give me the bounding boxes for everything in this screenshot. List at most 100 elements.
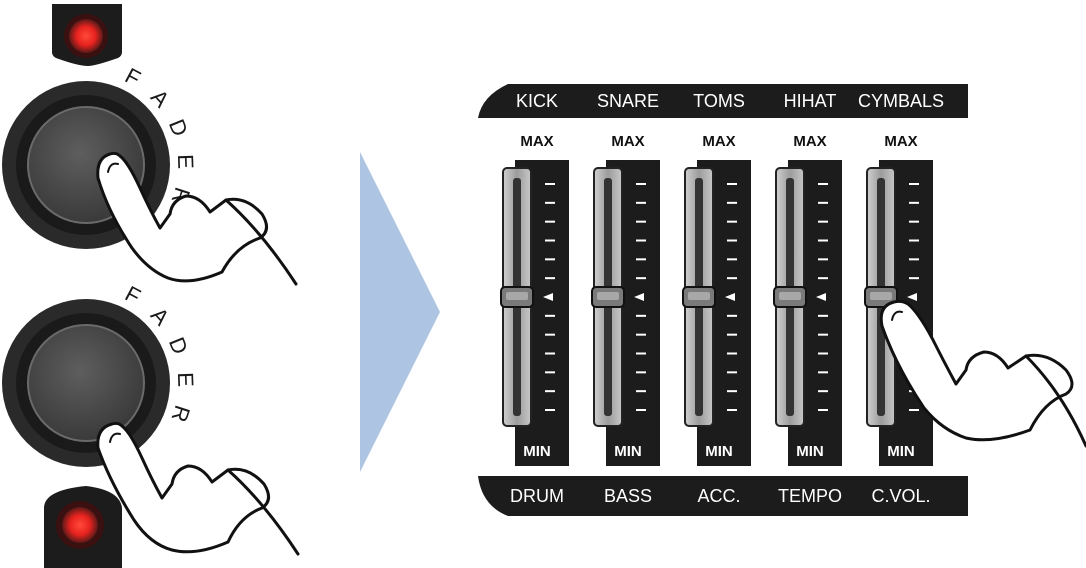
min-label: MIN — [523, 443, 551, 460]
fader-strip[interactable]: MAX MIN — [773, 133, 842, 466]
scale-tick — [909, 239, 919, 242]
scale-tick — [636, 201, 646, 204]
scale-tick — [545, 183, 555, 185]
fader-letter: E — [173, 154, 198, 170]
scale-tick — [636, 220, 646, 223]
max-label: MAX — [702, 133, 735, 150]
scale-tick — [818, 409, 828, 411]
scale-tick — [909, 183, 919, 185]
scale-tick — [909, 258, 919, 261]
fader-cap-highlight — [870, 292, 892, 300]
scale-tick — [727, 314, 737, 317]
channel-bottom-label: ACC. — [697, 486, 740, 506]
led-indicator-top — [52, 4, 122, 66]
scale-tick — [727, 333, 737, 336]
scale-tick — [818, 314, 828, 317]
channel-top-labels: KICK SNARE TOMS HIHAT CYMBALS — [516, 91, 944, 111]
max-label: MAX — [611, 133, 644, 150]
channel-top-label: TOMS — [693, 91, 745, 111]
hand-on-cvol-fader — [879, 299, 1086, 448]
scale-tick — [727, 239, 737, 242]
scale-tick — [545, 333, 555, 336]
fader-cap-highlight — [597, 292, 619, 300]
channel-bottom-label: DRUM — [510, 486, 564, 506]
scale-tick — [727, 201, 737, 204]
fader-letter: R — [166, 402, 195, 425]
scale-tick — [818, 390, 828, 393]
scale-tick — [727, 409, 737, 411]
center-mark — [543, 293, 553, 301]
fader-letter: E — [173, 372, 198, 388]
scale-tick — [818, 239, 828, 242]
scale-tick — [909, 409, 919, 411]
fader-letter: F — [121, 63, 145, 91]
fader-letter: F — [121, 281, 145, 309]
fader-letter: A — [146, 302, 175, 330]
scale-tick — [636, 352, 646, 355]
scale-tick — [636, 277, 646, 280]
scale-tick — [818, 220, 828, 223]
scale-tick — [727, 183, 737, 185]
min-label: MIN — [705, 443, 733, 460]
fader-strip[interactable]: MAX MIN — [864, 133, 933, 466]
channel-top-label: KICK — [516, 91, 558, 111]
min-label: MIN — [887, 443, 915, 460]
scale-tick — [545, 220, 555, 223]
channel-top-label: CYMBALS — [858, 91, 944, 111]
scale-tick — [818, 277, 828, 280]
scale-tick — [909, 277, 919, 280]
scale-tick — [909, 201, 919, 204]
scale-tick — [545, 390, 555, 393]
center-mark — [907, 293, 917, 301]
hand-pressing-lower-button — [96, 421, 300, 556]
scale-tick — [636, 409, 646, 411]
scale-tick — [818, 183, 828, 185]
scale-tick — [636, 239, 646, 242]
scale-tick — [545, 371, 555, 374]
scale-tick — [818, 201, 828, 204]
scale-tick — [636, 314, 646, 317]
scale-tick — [727, 220, 737, 223]
fader-cap-highlight — [688, 292, 710, 300]
fader-letter: A — [146, 84, 175, 112]
channel-bottom-label: C.VOL. — [871, 486, 930, 506]
scale-tick — [545, 352, 555, 355]
fader-cap-highlight — [506, 292, 528, 300]
channel-bottom-label: TEMPO — [778, 486, 842, 506]
scale-tick — [727, 352, 737, 355]
scale-tick — [545, 258, 555, 261]
scale-tick — [727, 258, 737, 261]
scale-tick — [636, 258, 646, 261]
scale-tick — [636, 183, 646, 185]
scale-tick — [636, 333, 646, 336]
scale-tick — [545, 277, 555, 280]
scale-tick — [545, 314, 555, 317]
fader-letter: D — [164, 334, 193, 358]
center-mark — [634, 293, 644, 301]
fader-strip[interactable]: MAX MIN — [682, 133, 751, 466]
scale-tick — [545, 239, 555, 242]
led-indicator-bottom — [44, 486, 122, 568]
center-mark — [816, 293, 826, 301]
scale-tick — [818, 333, 828, 336]
min-label: MIN — [796, 443, 824, 460]
fader-letter: D — [164, 116, 193, 140]
max-label: MAX — [793, 133, 826, 150]
scale-tick — [727, 277, 737, 280]
channel-top-label: HIHAT — [784, 91, 837, 111]
scale-tick — [818, 352, 828, 355]
scale-tick — [727, 371, 737, 374]
scale-tick — [727, 390, 737, 393]
scale-tick — [818, 258, 828, 261]
max-label: MAX — [884, 133, 917, 150]
channel-top-label: SNARE — [597, 91, 659, 111]
scale-tick — [636, 390, 646, 393]
scale-tick — [545, 201, 555, 204]
